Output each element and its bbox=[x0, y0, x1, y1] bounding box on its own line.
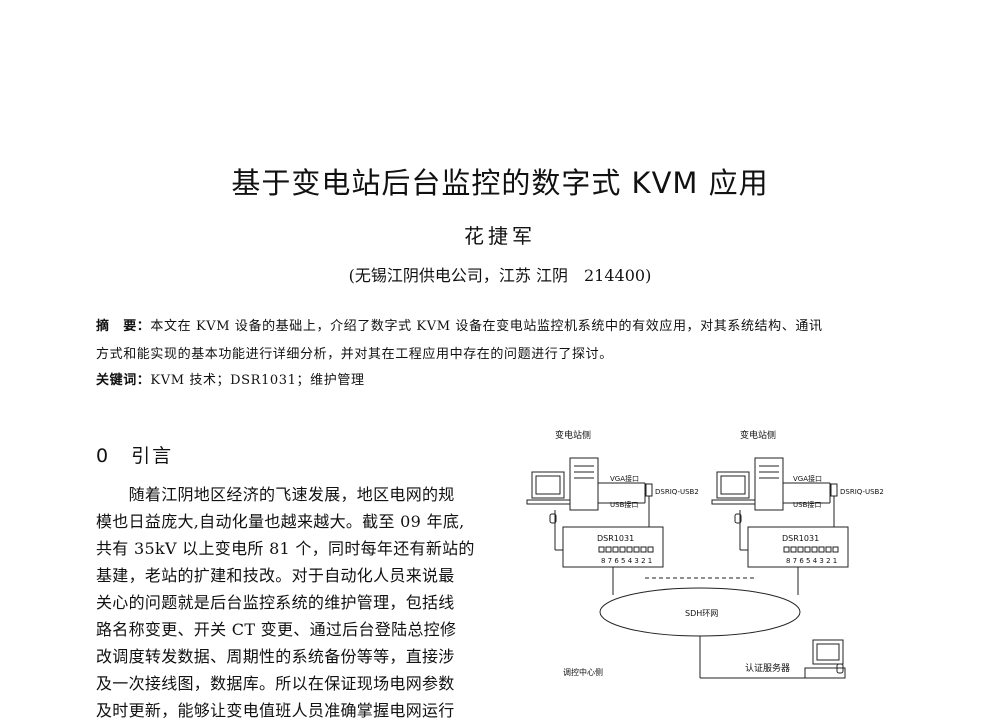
auth-server-label: 认证服务器 bbox=[745, 662, 790, 674]
keywords-line: 关键词：KVM 技术；DSR1031；维护管理 bbox=[96, 370, 911, 392]
right-port-8 bbox=[832, 546, 839, 553]
author-affiliation: (无锡江阴供电公司，江苏 江阴 214400) bbox=[348, 266, 652, 285]
left-port-7 bbox=[640, 546, 647, 553]
right-monitor-screen bbox=[720, 475, 746, 495]
section-heading: 0 引言 bbox=[96, 445, 174, 467]
left-port-4 bbox=[619, 546, 626, 553]
right-server-tower bbox=[754, 457, 784, 511]
body-line-6: 路名称变更、开关 CT 变更、通过后台登陆总控修 bbox=[96, 620, 457, 639]
body-line-3: 共有 35kV 以上变电所 81 个，同时每年还有新站的 bbox=[96, 539, 475, 558]
right-port-6 bbox=[818, 546, 825, 553]
left-monitor-screen bbox=[535, 475, 561, 495]
keywords-text: KVM 技术；DSR1031；维护管理 bbox=[150, 373, 365, 388]
auth-server-mouse bbox=[836, 663, 844, 674]
left-switch-label: DSR1031 bbox=[597, 534, 634, 543]
right-site-group: 变电站侧 VGA接口 USB接口 DSRIQ-USB2 DSR1031 8 7 … bbox=[711, 429, 884, 595]
control-center-label: 调控中心侧 bbox=[563, 667, 603, 677]
right-port-numbers: 8 7 6 5 4 3 2 1 bbox=[786, 557, 837, 565]
right-port-4 bbox=[804, 546, 811, 553]
body-line-2: 模也日益庞大,自动化量也越来越大。截至 09 年底, bbox=[96, 512, 465, 531]
right-port-3 bbox=[797, 546, 804, 553]
body-line-7: 改调度转发数据、周期性的系统备份等等，直接涉 bbox=[96, 647, 455, 666]
body-line-5: 关心的问题就是后台监控系统的维护管理，包括线 bbox=[96, 593, 455, 612]
body-line-4: 基建，老站的扩建和技改。对于自动化人员来说最 bbox=[96, 566, 455, 585]
right-mouse bbox=[734, 513, 742, 524]
sdh-ring-label: SDH环网 bbox=[685, 609, 718, 618]
left-port-6 bbox=[633, 546, 640, 553]
left-server-tower bbox=[569, 457, 599, 511]
keywords-label: 关键词： bbox=[96, 373, 151, 388]
right-site-label: 变电站侧 bbox=[740, 429, 776, 441]
left-vga-label: VGA接口 bbox=[610, 474, 639, 483]
right-switch-label: DSR1031 bbox=[782, 534, 819, 543]
auth-server-box bbox=[804, 667, 846, 679]
switch-ports bbox=[598, 546, 839, 553]
left-port-5 bbox=[626, 546, 633, 553]
author-name: 花捷军 bbox=[464, 224, 536, 248]
auth-server-screen bbox=[816, 643, 840, 661]
right-keyboard bbox=[711, 499, 759, 505]
left-port-8 bbox=[647, 546, 654, 553]
right-adapter bbox=[830, 483, 838, 497]
abstract-label: 摘 要： bbox=[96, 319, 151, 334]
right-port-7 bbox=[825, 546, 832, 553]
abstract-line-2: 方式和能实现的基本功能进行详细分析，并对其在工程应用中存在的问题进行了探讨。 bbox=[96, 347, 613, 362]
right-adapter-label: DSRIQ-USB2 bbox=[840, 488, 884, 496]
body-line-1: 随着江阴地区经济的飞速发展，地区电网的规 bbox=[96, 485, 455, 504]
page-title: 基于变电站后台监控的数字式 KVM 应用 bbox=[231, 166, 769, 200]
left-site-group: 变电站侧 VGA接口 USB接口 DSRIQ-USB2 DSR1031 8 7 … bbox=[526, 429, 699, 595]
right-vga-label: VGA接口 bbox=[793, 474, 822, 483]
kvm-system-diagram: 变电站侧 VGA接口 USB接口 DSRIQ-USB2 DSR1031 8 7 … bbox=[526, 429, 884, 679]
left-port-2 bbox=[605, 546, 612, 553]
abstract-line-1: 摘 要：本文在 KVM 设备的基础上，介绍了数字式 KVM 设备在变电站监控机系… bbox=[96, 316, 911, 338]
left-usb-label: USB接口 bbox=[610, 500, 638, 509]
right-port-1 bbox=[783, 546, 790, 553]
left-port-numbers: 8 7 6 5 4 3 2 1 bbox=[601, 557, 652, 565]
left-adapter bbox=[645, 483, 653, 497]
left-site-label: 变电站侧 bbox=[555, 429, 591, 441]
body-line-9: 及时更新，能够让变电值班人员准确掌握电网运行 bbox=[96, 701, 455, 720]
right-port-2 bbox=[790, 546, 797, 553]
left-adapter-label: DSRIQ-USB2 bbox=[655, 488, 699, 496]
left-keyboard bbox=[526, 499, 574, 505]
left-port-1 bbox=[598, 546, 605, 553]
right-port-5 bbox=[811, 546, 818, 553]
body-line-8: 及一次接线图，数据库。所以在保证现场电网参数 bbox=[96, 674, 455, 693]
left-port-3 bbox=[612, 546, 619, 553]
abstract-text-1: 本文在 KVM 设备的基础上，介绍了数字式 KVM 设备在变电站监控机系统中的有… bbox=[150, 319, 823, 334]
right-usb-label: USB接口 bbox=[793, 500, 821, 509]
left-mouse bbox=[549, 513, 557, 524]
